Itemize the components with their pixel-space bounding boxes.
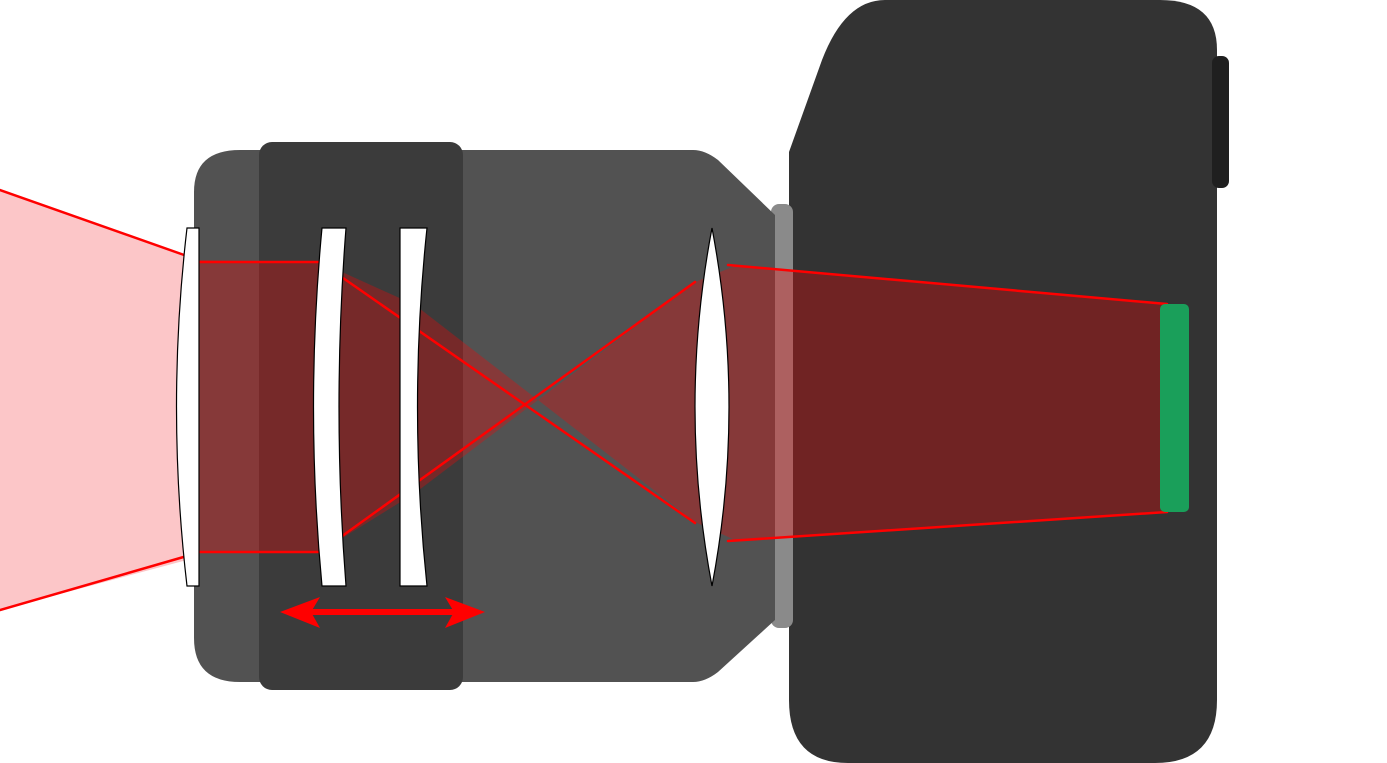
lens-elements xyxy=(175,227,730,587)
camera-body xyxy=(789,0,1217,763)
light-ray-cross-up xyxy=(318,280,697,554)
light-ray-bottom-out xyxy=(726,510,1169,543)
front-lens-element xyxy=(175,227,200,587)
light-rays xyxy=(0,188,1169,612)
zoom-lens-element-2 xyxy=(399,227,428,587)
incoming-light-cone xyxy=(0,190,187,610)
image-sensor xyxy=(1160,304,1189,512)
lens-mount xyxy=(771,204,793,628)
zoom-lens-element-1 xyxy=(312,227,347,587)
rear-lens-element xyxy=(694,227,730,587)
double-arrow-icon xyxy=(280,597,485,628)
light-ray-top-out xyxy=(726,263,1169,306)
light-ray-top-in xyxy=(0,188,189,258)
light-ray-bottom-in xyxy=(0,554,189,612)
light-ray-cross-down xyxy=(318,260,697,525)
camera-strap-lug xyxy=(1212,56,1229,188)
inner-light-beam xyxy=(187,260,1167,552)
